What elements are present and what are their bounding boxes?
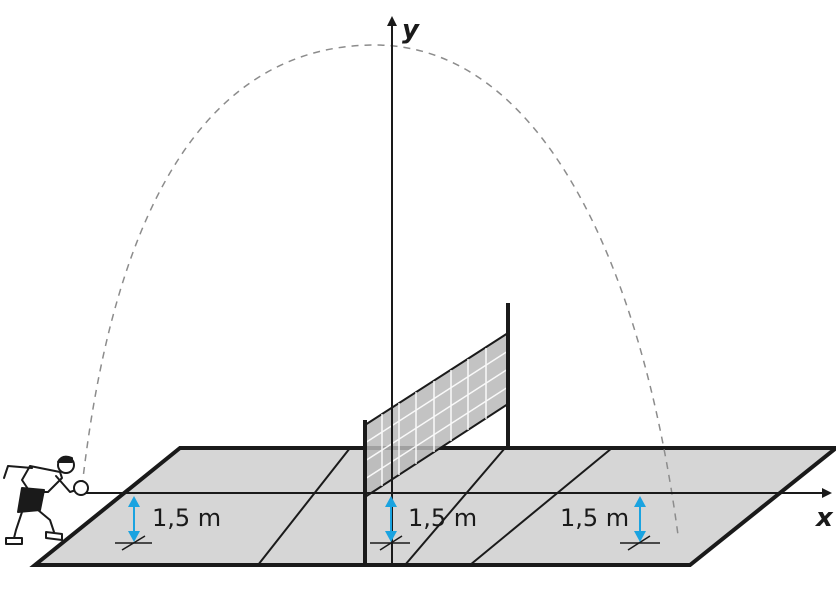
y-axis-label: y: [402, 15, 420, 45]
net-grid: [364, 348, 509, 486]
net: [363, 303, 510, 563]
height-label-3: 1,5 m: [560, 504, 629, 532]
ball-icon: [73, 480, 89, 496]
court: [29, 446, 836, 567]
player-figure: [3, 455, 77, 545]
height-label-2: 1,5 m: [408, 504, 477, 532]
height-marker-1: [115, 496, 152, 551]
height-marker-3: [620, 496, 660, 551]
court-line: [257, 447, 351, 566]
height-marker-2: [370, 496, 410, 551]
x-axis-label: x: [814, 503, 834, 533]
court-surface: [29, 446, 836, 567]
court-line: [469, 447, 613, 566]
court-line: [404, 447, 506, 566]
height-label-1: 1,5 m: [152, 504, 221, 532]
